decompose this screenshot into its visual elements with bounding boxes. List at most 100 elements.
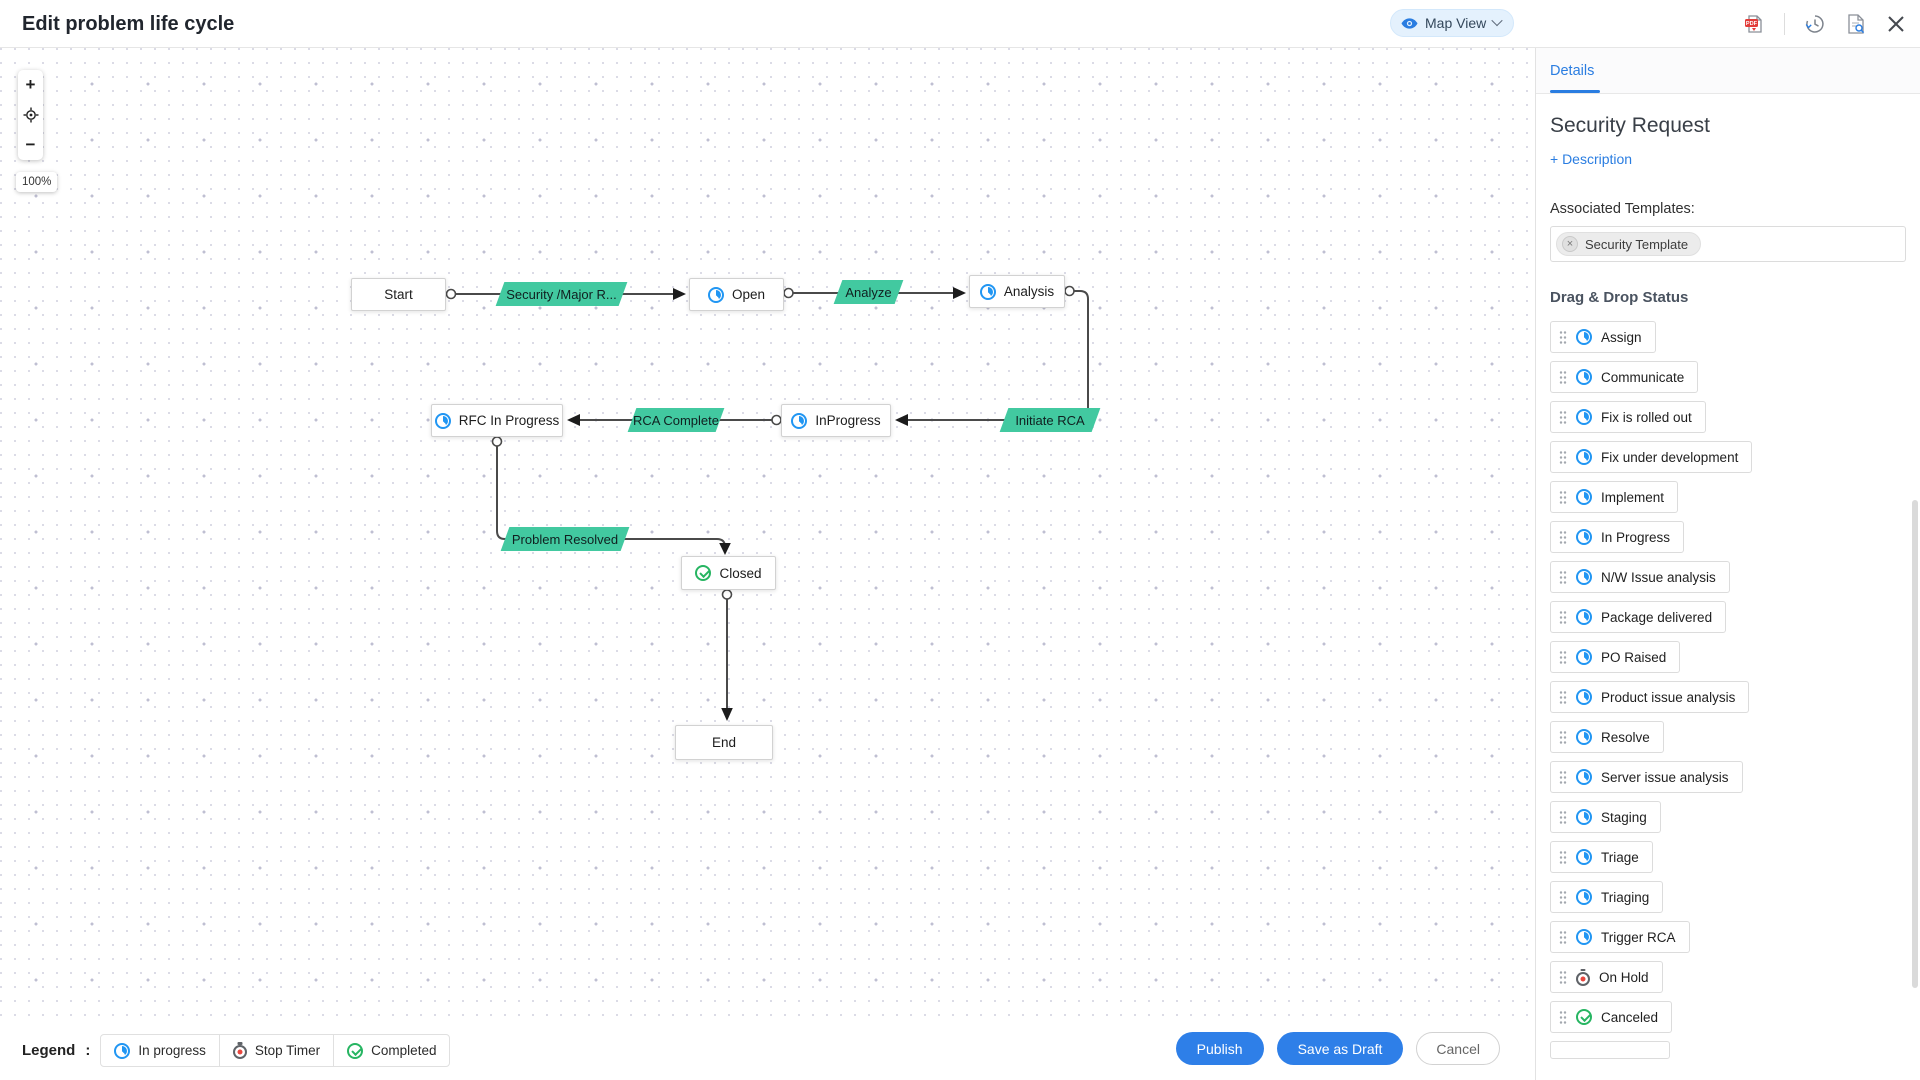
- drag-handle-icon[interactable]: [1559, 690, 1567, 704]
- status-item-in-progress[interactable]: In Progress: [1550, 521, 1685, 553]
- node-label: Closed: [719, 565, 762, 581]
- drag-handle-icon[interactable]: [1559, 490, 1567, 504]
- status-item-po-raised[interactable]: PO Raised: [1550, 641, 1681, 673]
- status-item-resolve[interactable]: Resolve: [1550, 721, 1664, 753]
- node-label: Analysis: [1003, 284, 1055, 299]
- stopwatch-icon: [232, 1045, 247, 1059]
- page-title: Edit problem life cycle: [22, 13, 235, 35]
- map-view-label: Map View: [1425, 15, 1487, 31]
- top-bar: Edit problem life cycle Map View PDF: [0, 0, 1920, 48]
- panel-scrollbar[interactable]: [1912, 500, 1918, 988]
- status-item-canceled[interactable]: Canceled: [1550, 1001, 1673, 1033]
- close-icon[interactable]: [1886, 14, 1906, 34]
- drag-handle-icon[interactable]: [1559, 770, 1567, 784]
- status-item-nw-issue-analysis[interactable]: N/W Issue analysis: [1550, 561, 1730, 593]
- status-item-partial[interactable]: [1550, 1041, 1670, 1059]
- stopwatch-icon: [1576, 971, 1590, 986]
- cancel-button[interactable]: Cancel: [1416, 1032, 1500, 1065]
- template-chip[interactable]: × Security Template: [1556, 232, 1702, 256]
- timer-icon: [114, 1042, 131, 1059]
- document-preview-icon[interactable]: [1845, 12, 1867, 36]
- drag-handle-icon[interactable]: [1559, 730, 1567, 744]
- drag-handle-icon[interactable]: [1559, 610, 1567, 624]
- chip-remove-icon[interactable]: ×: [1562, 236, 1578, 252]
- drag-handle-icon[interactable]: [1559, 1010, 1567, 1024]
- status-item-on-hold[interactable]: On Hold: [1550, 961, 1663, 993]
- status-item-communicate[interactable]: Communicate: [1550, 361, 1699, 393]
- drag-handle-icon[interactable]: [1559, 890, 1567, 904]
- map-view-button[interactable]: Map View: [1390, 9, 1515, 37]
- transition-label-analyze[interactable]: Analyze: [838, 280, 899, 304]
- drag-handle-icon[interactable]: [1559, 650, 1567, 664]
- drag-handle-icon[interactable]: [1559, 570, 1567, 584]
- transition-label-initiate-rca[interactable]: Initiate RCA: [1004, 408, 1096, 432]
- timer-icon: [1576, 849, 1592, 865]
- drag-handle-icon[interactable]: [1559, 330, 1567, 344]
- drag-handle-icon[interactable]: [1559, 450, 1567, 464]
- add-description-link[interactable]: + Description: [1550, 151, 1633, 167]
- flow-node-closed[interactable]: Closed: [681, 556, 776, 590]
- flow-node-start[interactable]: Start: [351, 278, 446, 311]
- node-label: End: [711, 735, 737, 750]
- zoom-out-button[interactable]: −: [18, 130, 43, 160]
- flow-node-inprogress[interactable]: InProgress: [781, 404, 891, 437]
- template-chip-label: Security Template: [1585, 236, 1689, 252]
- tab-details[interactable]: Details: [1550, 63, 1595, 79]
- flow-node-open[interactable]: Open: [689, 278, 784, 311]
- locate-button[interactable]: [18, 100, 43, 130]
- associated-templates-label: Associated Templates:: [1550, 201, 1695, 217]
- transition-label-security-major[interactable]: Security /Major R...: [500, 282, 623, 306]
- locate-icon: [23, 107, 38, 123]
- status-item-product-issue-analysis[interactable]: Product issue analysis: [1550, 681, 1750, 713]
- status-item-assign[interactable]: Assign: [1550, 321, 1656, 353]
- node-label: Open: [731, 287, 766, 302]
- details-panel: Details Security Request + Description A…: [1535, 48, 1920, 1080]
- zoom-controls: + −: [18, 70, 43, 160]
- workflow-canvas[interactable]: + − 100% Start: [0, 48, 1535, 1080]
- timer-icon: [1576, 449, 1592, 465]
- status-item-server-issue-analysis[interactable]: Server issue analysis: [1550, 761, 1743, 793]
- panel-tab-bar: Details: [1536, 48, 1920, 94]
- drag-handle-icon[interactable]: [1559, 850, 1567, 864]
- drag-handle-icon[interactable]: [1559, 370, 1567, 384]
- transition-label-rca-complete[interactable]: RCA Complete: [632, 408, 720, 432]
- status-item-fix-under-development[interactable]: Fix under development: [1550, 441, 1753, 473]
- canvas-footer: Legend : In progress Stop Timer Complete…: [0, 1020, 1535, 1080]
- publish-button[interactable]: Publish: [1175, 1032, 1264, 1065]
- status-item-fix-is-rolled-out[interactable]: Fix is rolled out: [1550, 401, 1706, 433]
- zoom-in-button[interactable]: +: [18, 70, 43, 100]
- flow-node-rfc-in-progress[interactable]: RFC In Progress: [431, 404, 563, 437]
- flow-node-end[interactable]: End: [675, 725, 773, 760]
- flow-node-analysis[interactable]: Analysis: [969, 275, 1065, 308]
- drag-drop-status-title: Drag & Drop Status: [1550, 289, 1689, 306]
- timer-icon: [1576, 729, 1592, 745]
- timer-icon: [1576, 609, 1592, 625]
- status-item-triaging[interactable]: Triaging: [1550, 881, 1664, 913]
- workflow-title: Security Request: [1550, 114, 1710, 137]
- chevron-down-icon: [1491, 14, 1503, 26]
- check-circle-icon: [1576, 1009, 1592, 1025]
- history-icon[interactable]: [1804, 12, 1826, 36]
- divider: [218, 1035, 220, 1066]
- transition-label-problem-resolved[interactable]: Problem Resolved: [505, 527, 625, 551]
- timer-icon: [1576, 329, 1592, 345]
- timer-icon: [434, 412, 451, 429]
- drag-handle-icon[interactable]: [1559, 810, 1567, 824]
- drag-handle-icon[interactable]: [1559, 930, 1567, 944]
- status-item-implement[interactable]: Implement: [1550, 481, 1679, 513]
- legend-item-in-progress: In progress: [101, 1036, 219, 1066]
- status-item-package-delivered[interactable]: Package delivered: [1550, 601, 1727, 633]
- legend-item-stop-timer: Stop Timer: [220, 1035, 333, 1066]
- templates-input[interactable]: × Security Template: [1550, 226, 1906, 262]
- status-item-staging[interactable]: Staging: [1550, 801, 1661, 833]
- status-item-triage[interactable]: Triage: [1550, 841, 1653, 873]
- drag-handle-icon[interactable]: [1559, 970, 1567, 984]
- timer-icon: [1576, 889, 1592, 905]
- drag-handle-icon[interactable]: [1559, 530, 1567, 544]
- status-item-trigger-rca[interactable]: Trigger RCA: [1550, 921, 1690, 953]
- drag-handle-icon[interactable]: [1559, 410, 1567, 424]
- svg-text:PDF: PDF: [1746, 21, 1758, 27]
- save-as-draft-button[interactable]: Save as Draft: [1276, 1032, 1404, 1065]
- pdf-export-icon[interactable]: PDF: [1743, 12, 1765, 36]
- panel-body: Security Request + Description Associate…: [1536, 114, 1920, 1059]
